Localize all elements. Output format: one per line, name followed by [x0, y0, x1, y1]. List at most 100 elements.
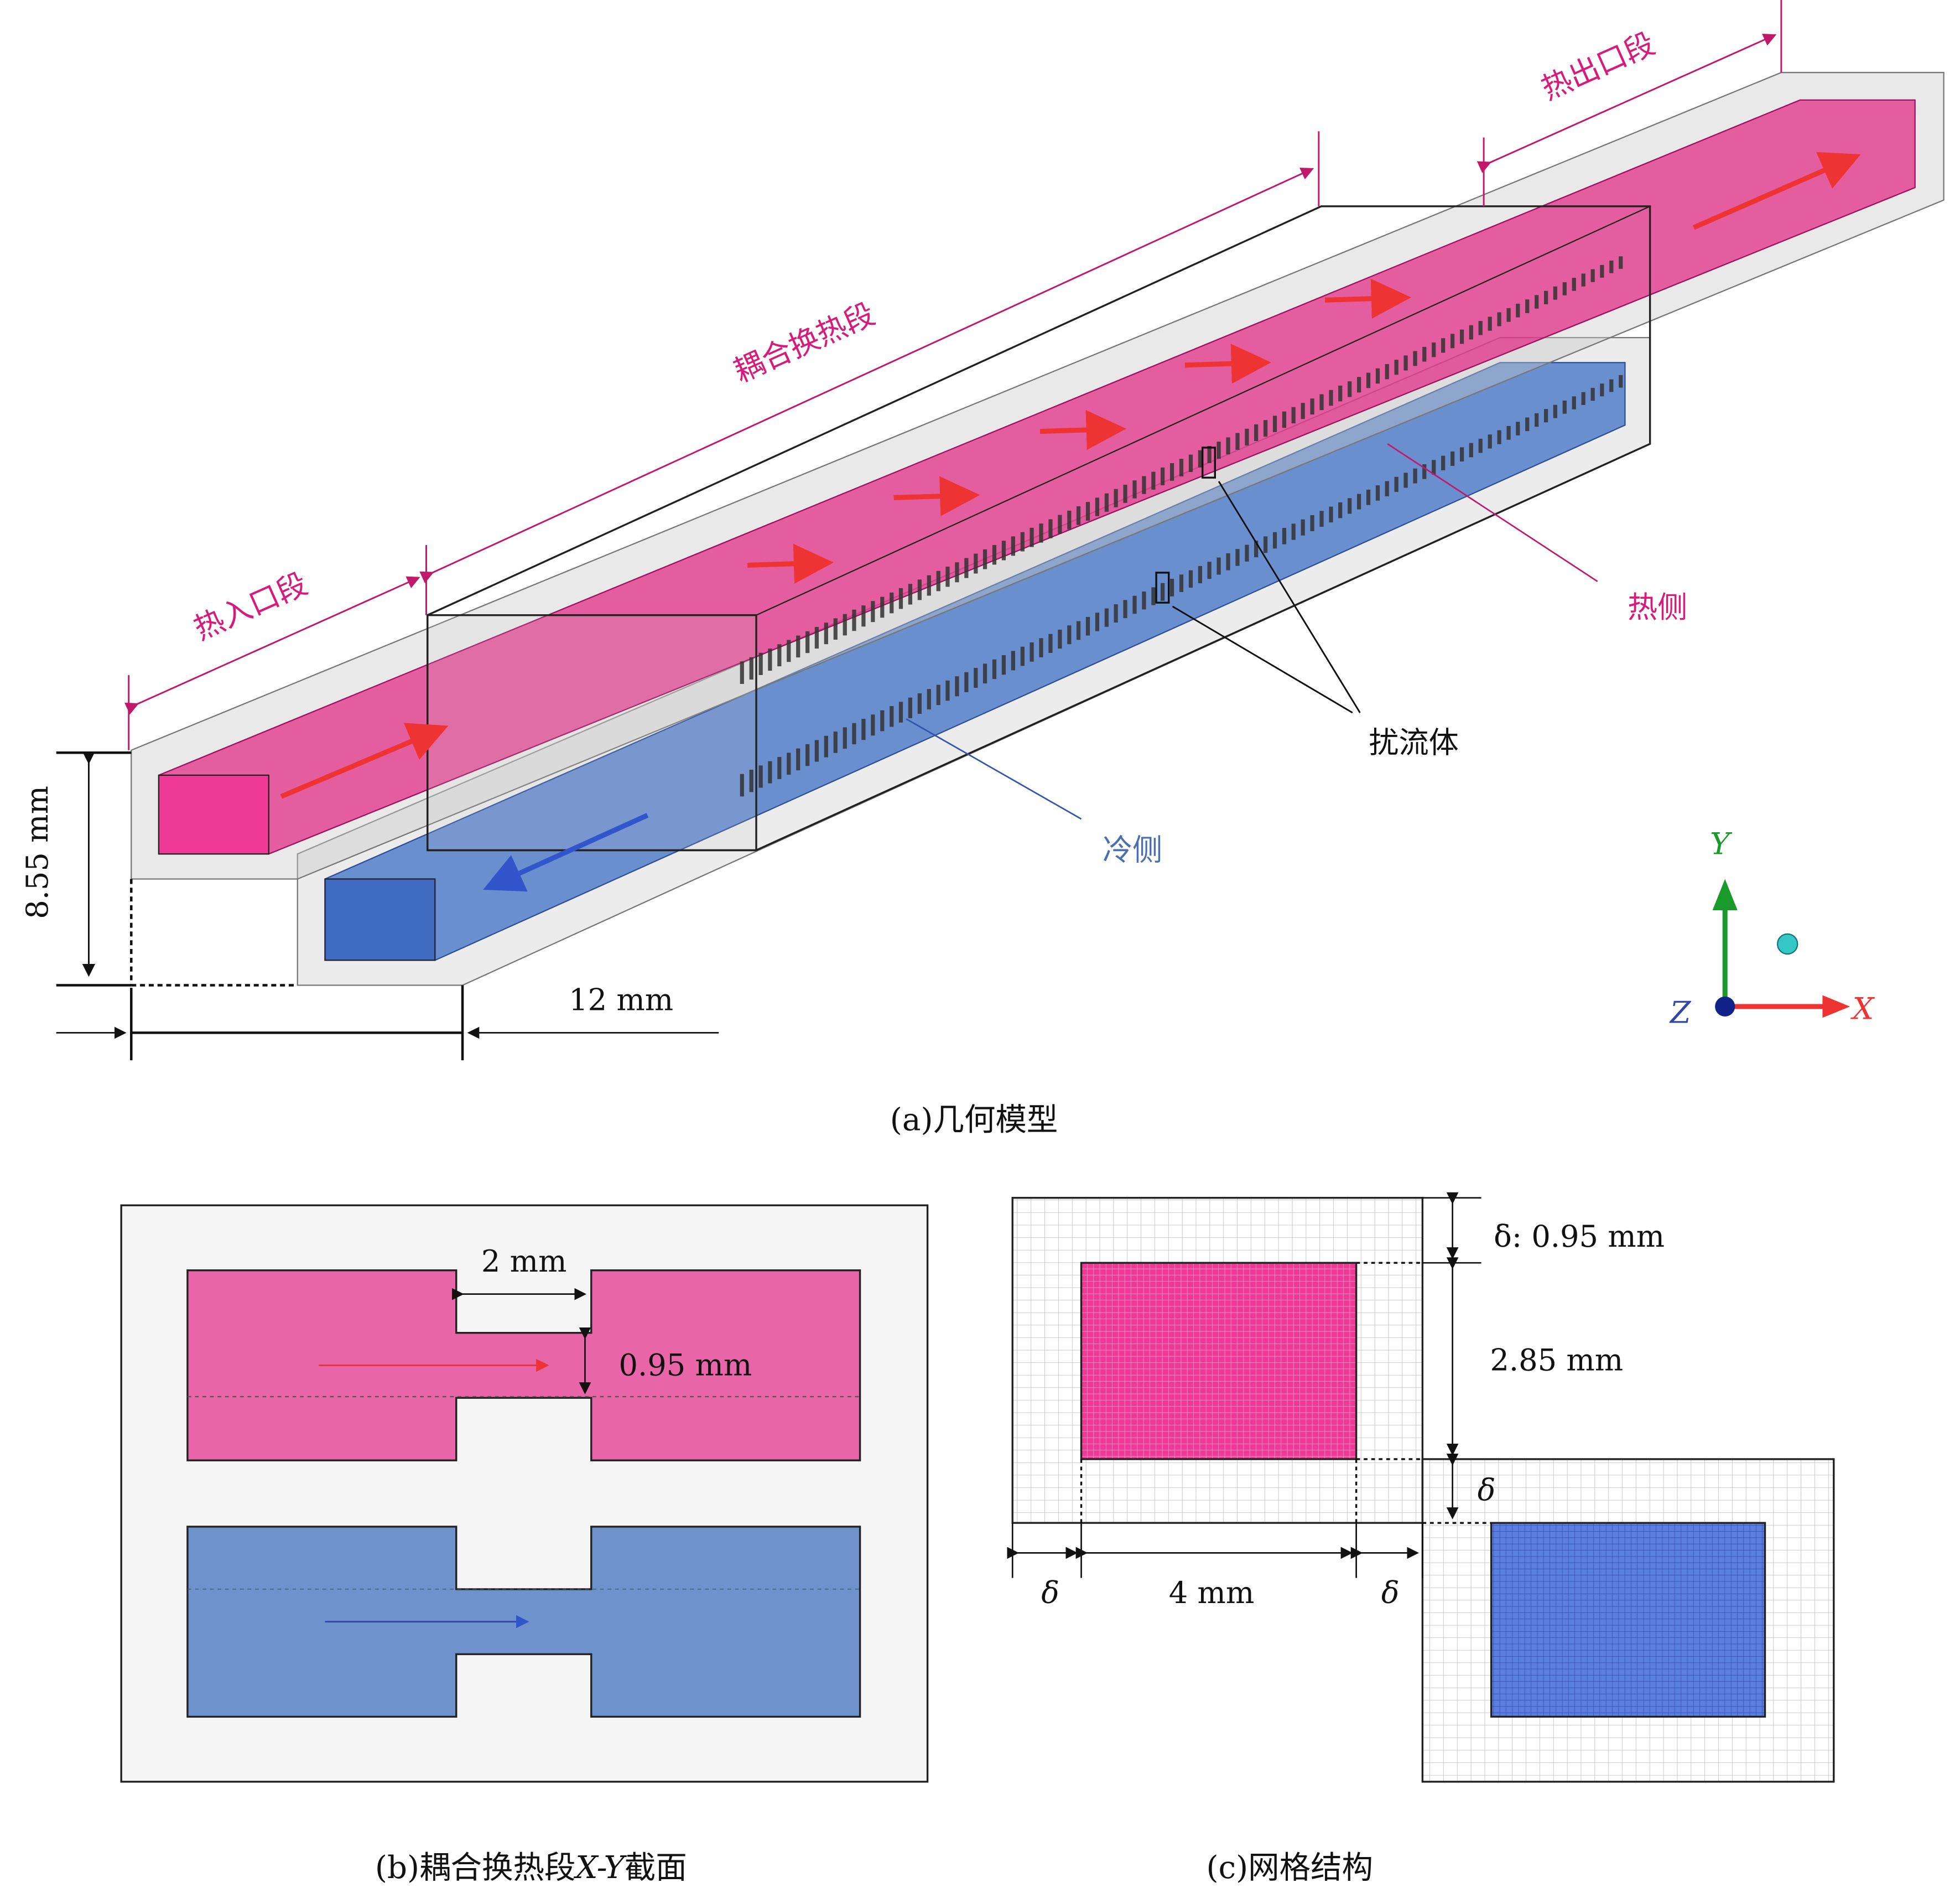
- hot-turbulator: [1356, 377, 1361, 393]
- hot-turbulator: [1338, 385, 1343, 402]
- cold-turbulator: [740, 774, 744, 797]
- cold-turbulator: [1329, 506, 1333, 523]
- cold-turbulator: [1123, 600, 1127, 619]
- cold-turbulator: [1207, 562, 1212, 579]
- cold-turbulator: [1609, 379, 1614, 392]
- cold-turbulator: [1161, 583, 1165, 601]
- cold-turbulator: [1095, 613, 1100, 631]
- cold-turbulator: [1366, 489, 1371, 505]
- hot-turbulator: [1216, 442, 1221, 459]
- hot-turbulator: [1263, 420, 1268, 437]
- hot-turbulator: [1179, 459, 1184, 476]
- hot-flow-arrow: [1039, 409, 1126, 450]
- hot-turbulator: [1348, 381, 1352, 397]
- hot-turbulator: [805, 631, 810, 654]
- hot-turbulator: [1525, 299, 1530, 313]
- cold-turbulator: [1459, 447, 1464, 462]
- cold-turbulator: [1020, 646, 1025, 666]
- hot-turbulator: [1310, 398, 1314, 415]
- hot-turbulator: [880, 597, 885, 618]
- hot-turbulator: [1488, 317, 1492, 331]
- panel-b-cross-section: 2 mm 0.95 mm (b)耦合换热段X-Y截面: [120, 1204, 929, 1886]
- hot-turbulator: [1553, 286, 1557, 300]
- hot-turbulator: [843, 614, 847, 636]
- hot-turbulator: [1619, 256, 1623, 269]
- mesh-guides: [1080, 1262, 1491, 1524]
- caption-a: (a)几何模型: [890, 1102, 1058, 1138]
- cold-turbulator: [1291, 523, 1296, 540]
- cold-turbulator: [1581, 392, 1585, 405]
- cold-turbulator: [758, 765, 763, 788]
- cold-turbulator: [1525, 417, 1530, 432]
- hot-turbulator: [1282, 411, 1287, 428]
- hot-turbulator: [1535, 295, 1539, 309]
- cold-turbulator: [1338, 502, 1343, 518]
- cold-turbulator: [1469, 443, 1473, 458]
- hot-turbulator: [1319, 394, 1324, 411]
- label-delta-mid: δ: [1478, 1472, 1496, 1507]
- height-dimension: [56, 751, 298, 987]
- cold-turbulator: [982, 663, 987, 684]
- cold-turbulator: [1048, 634, 1053, 653]
- cold-turbulator: [1216, 557, 1221, 575]
- hot-flow-arrow: [747, 543, 834, 584]
- label-neck: 0.95 mm: [618, 1348, 752, 1383]
- cold-turbulator: [917, 693, 922, 714]
- hot-turbulator: [908, 584, 913, 605]
- cold-turbulator: [814, 740, 819, 762]
- hot-turbulator: [1394, 360, 1398, 375]
- hot-turbulator: [1245, 428, 1249, 446]
- hot-turbulator: [1067, 510, 1072, 530]
- hot-turbulator: [1048, 519, 1053, 538]
- turbulator-leader-2: [1172, 605, 1353, 714]
- cold-turbulator: [1198, 566, 1203, 584]
- caption-c: (c)网格结构: [1206, 1850, 1373, 1886]
- cold-turbulator: [955, 676, 959, 697]
- hot-turbulator: [796, 635, 800, 658]
- hot-turbulator: [1188, 454, 1193, 472]
- cold-turbulator: [1039, 638, 1043, 657]
- cold-turbulator: [1272, 532, 1277, 549]
- cold-turbulator: [1590, 387, 1595, 401]
- cold-turbulator: [880, 710, 885, 732]
- cold-turbulator: [1114, 604, 1118, 623]
- turbulator-leader-1: [1218, 481, 1361, 713]
- hot-turbulator: [1085, 502, 1090, 521]
- cold-turbulator: [1067, 625, 1072, 645]
- cold-turbulator: [1432, 460, 1436, 475]
- cold-turbulator: [1572, 396, 1576, 409]
- label-delta-right: δ: [1381, 1575, 1400, 1610]
- hot-flow-arrow: [893, 476, 980, 516]
- hot-turbulator: [917, 579, 922, 600]
- cold-turbulator: [833, 732, 838, 753]
- hot-turbulator: [1301, 403, 1305, 419]
- cold-turbulator: [1544, 409, 1548, 423]
- hot-turbulator: [1001, 541, 1006, 561]
- label-delta-top: δ: 0.95 mm: [1494, 1219, 1665, 1254]
- cold-turbulator: [1263, 536, 1268, 553]
- axis-triad: Y Z X: [1669, 826, 1875, 1030]
- view-sphere-icon: [1776, 933, 1798, 955]
- cold-turbulator: [1403, 473, 1408, 488]
- hot-turbulator: [1450, 334, 1455, 349]
- hot-turbulator: [1291, 407, 1296, 424]
- cold-turbulator: [890, 706, 894, 727]
- hot-turbulator: [768, 649, 772, 671]
- cold-side-leader: [906, 718, 1082, 820]
- cold-turbulator: [1030, 642, 1034, 662]
- hot-turbulator: [1123, 485, 1127, 503]
- label-fluid-height: 2.85 mm: [1490, 1342, 1623, 1377]
- hot-turbulator: [1161, 467, 1165, 485]
- cold-turbulator: [1619, 375, 1623, 388]
- hot-turbulator: [1254, 424, 1259, 441]
- hot-turbulator: [898, 588, 903, 609]
- hot-turbulator: [852, 609, 856, 631]
- cold-turbulator: [843, 727, 847, 749]
- hot-turbulator: [1600, 264, 1604, 278]
- cold-turbulator: [787, 753, 791, 775]
- hot-turbulator: [1151, 471, 1156, 490]
- cold-turbulator: [1506, 426, 1511, 440]
- hot-turbulator: [890, 592, 894, 614]
- hot-turbulator: [1581, 273, 1585, 287]
